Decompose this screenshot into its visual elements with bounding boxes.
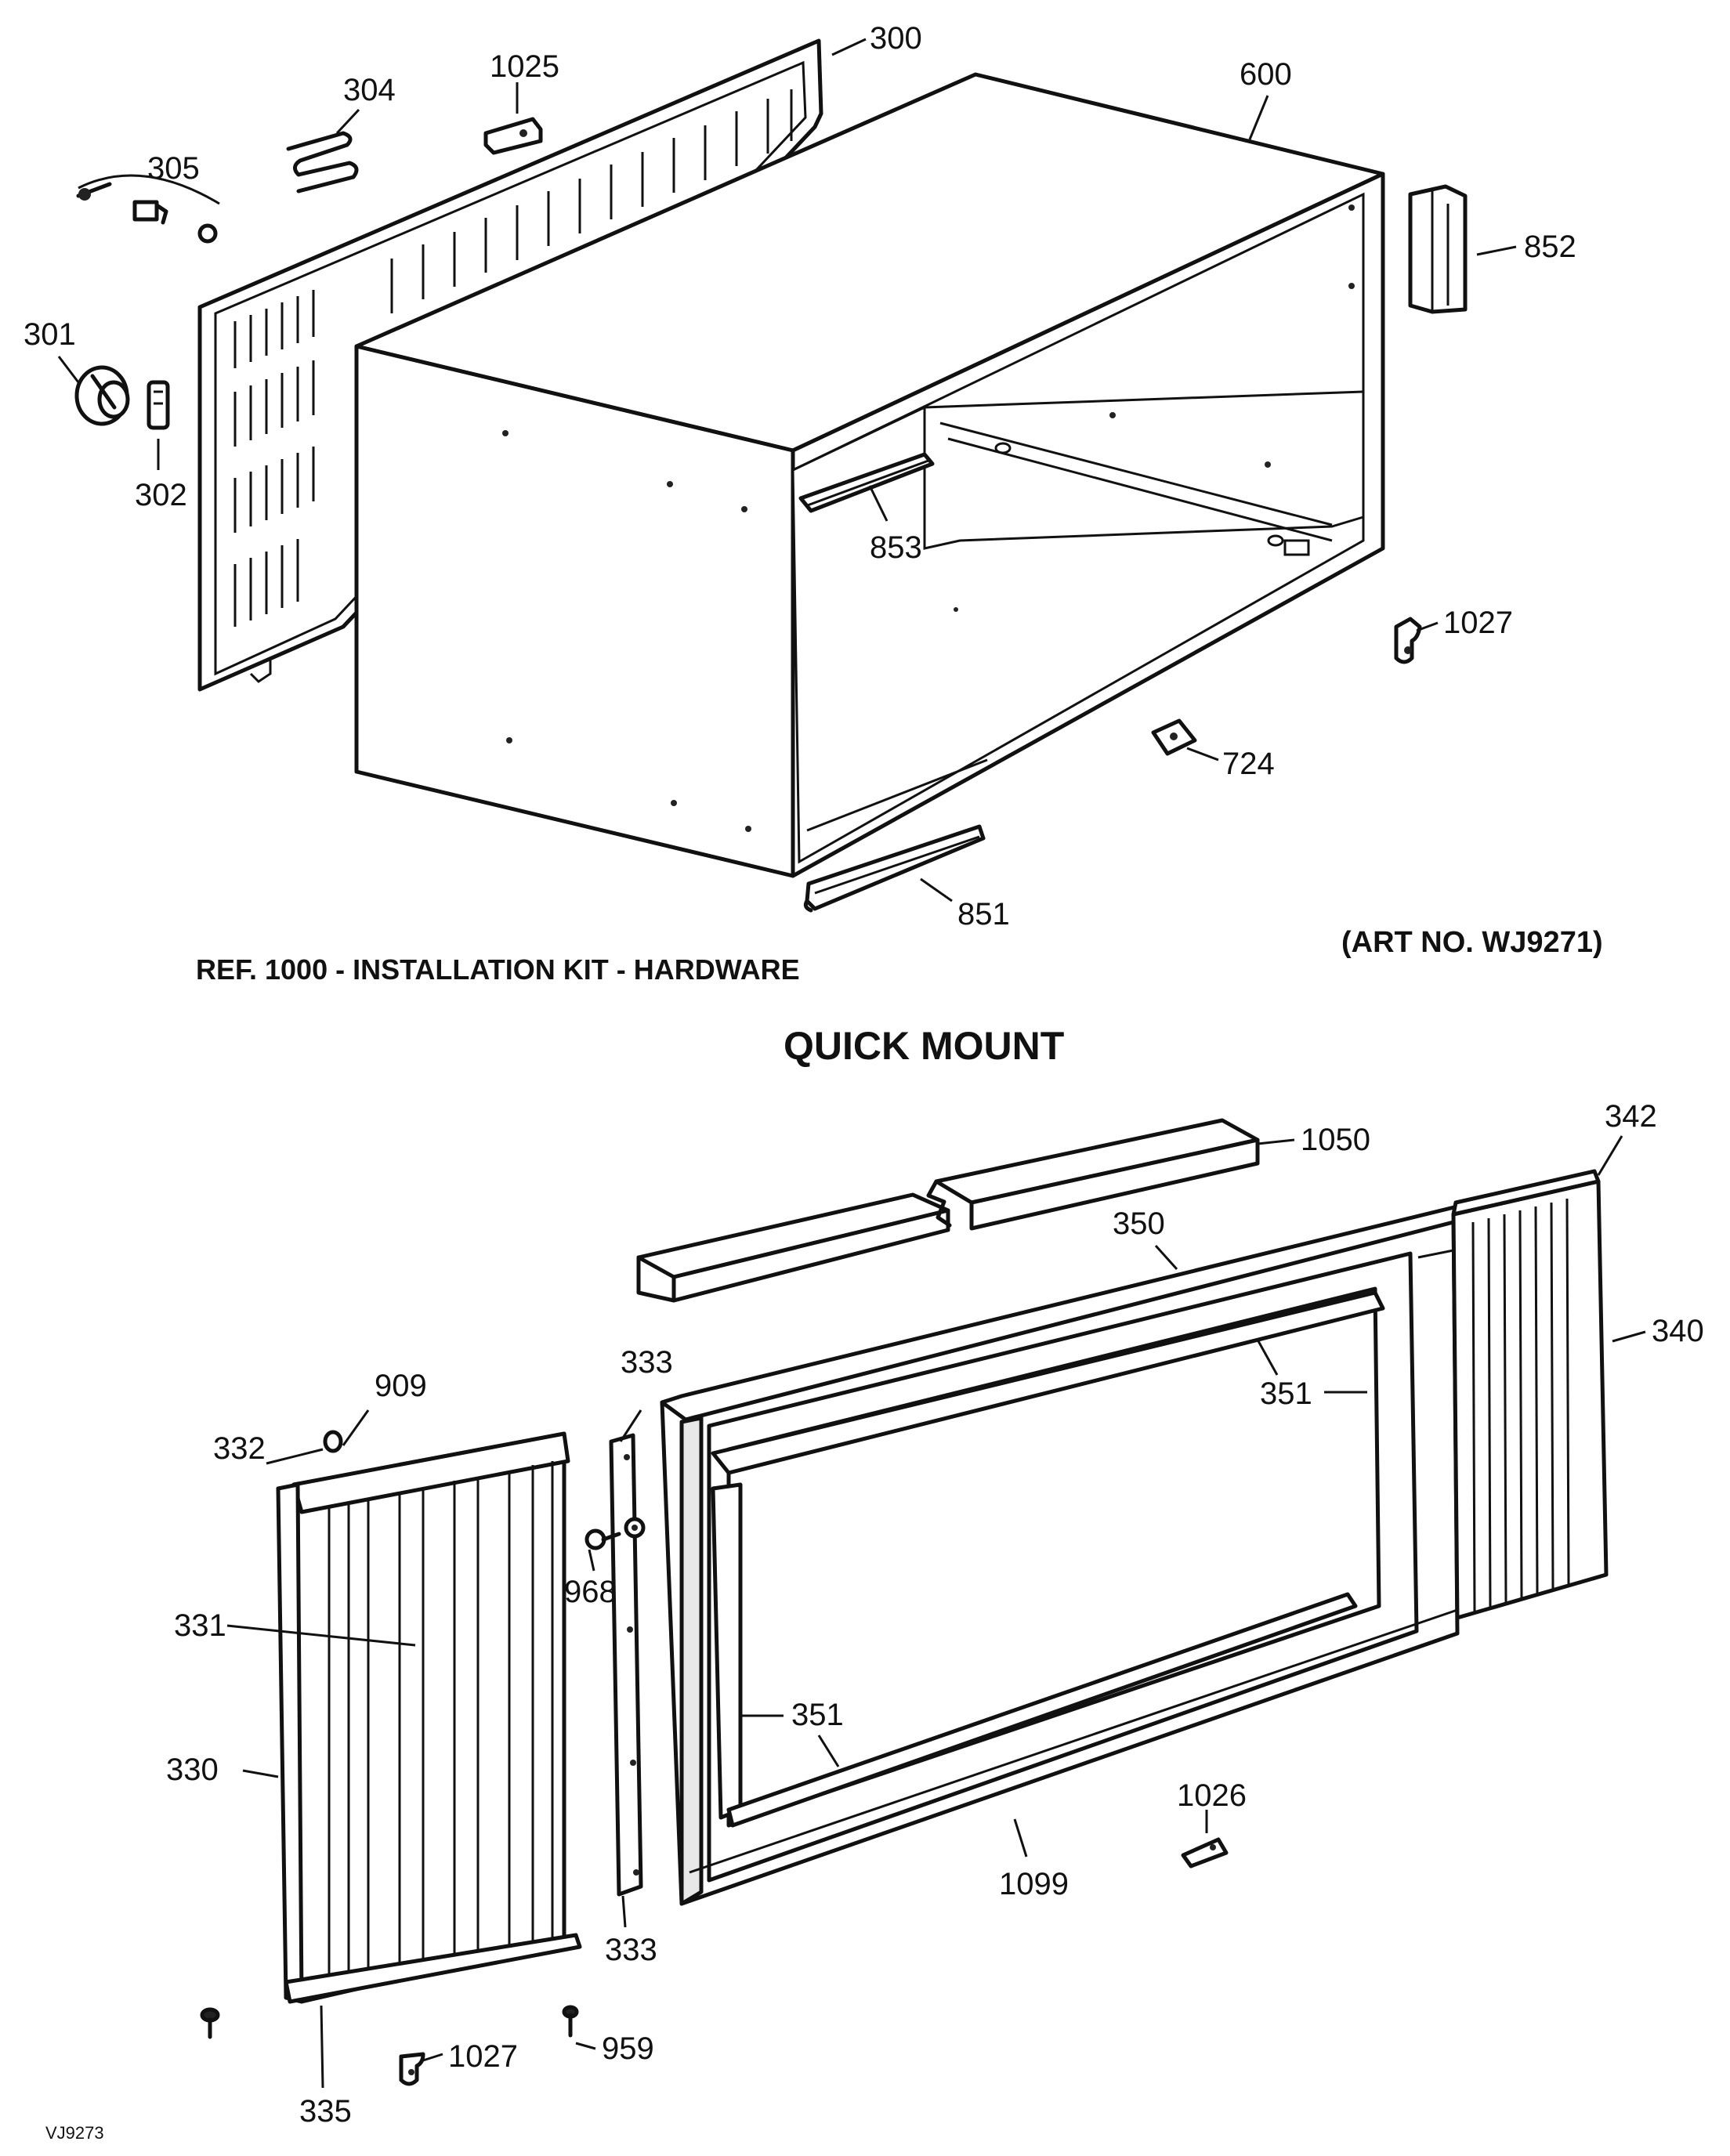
callout-340: 340 — [1652, 1314, 1704, 1348]
caption-installation-kit: REF. 1000 - INSTALLATION KIT - HARDWARE — [196, 953, 800, 986]
bottom-channel-851 — [803, 824, 986, 913]
callout-335: 335 — [299, 2094, 352, 2129]
callout-959: 959 — [602, 2031, 654, 2066]
callout-724: 724 — [1222, 747, 1275, 781]
callout-852: 852 — [1524, 230, 1576, 264]
cabinet-wall-sleeve — [354, 72, 1385, 878]
callout-305: 305 — [147, 151, 200, 186]
callout-333-lower: 333 — [605, 1933, 657, 1967]
screw-set-305 — [76, 174, 220, 244]
knob-301 — [74, 365, 130, 426]
top-leader-lines — [57, 38, 1517, 903]
callout-351-upper: 351 — [1260, 1376, 1312, 1411]
callout-1025: 1025 — [490, 49, 559, 84]
callout-333-upper: 333 — [621, 1345, 673, 1380]
foam-strip-1050 — [636, 1118, 1260, 1303]
callout-1099: 1099 — [999, 1867, 1069, 1901]
main-frame-assembly — [660, 1204, 1460, 1906]
callout-330: 330 — [166, 1753, 219, 1787]
callout-1026: 1026 — [1177, 1778, 1247, 1813]
mounting-strip-333 — [609, 1433, 646, 1897]
front-rail-853 — [798, 452, 935, 513]
callout-304: 304 — [343, 73, 396, 107]
callout-342: 342 — [1605, 1099, 1657, 1134]
callout-600: 600 — [1240, 57, 1292, 92]
clip-1027-top — [1394, 617, 1422, 664]
callout-331: 331 — [174, 1608, 226, 1643]
callout-300: 300 — [870, 21, 922, 56]
callout-351-lower: 351 — [791, 1698, 844, 1732]
clip-302 — [147, 380, 170, 430]
side-angle-852 — [1408, 184, 1468, 314]
callout-968: 968 — [564, 1575, 617, 1609]
caption-art-no: (ART NO. WJ9271) — [1341, 926, 1603, 959]
callout-350: 350 — [1113, 1206, 1165, 1241]
washer-909 — [323, 1430, 343, 1453]
callout-1050: 1050 — [1301, 1123, 1370, 1157]
callout-302: 302 — [135, 478, 187, 512]
bracket-1026 — [1181, 1837, 1229, 1868]
footer-drawing-ref: VJ9273 — [45, 2123, 104, 2143]
callout-853: 853 — [870, 530, 922, 565]
thumbscrew-968 — [585, 1528, 621, 1550]
clip-304 — [286, 131, 359, 194]
accordion-panel-right — [1451, 1169, 1609, 1620]
callout-909: 909 — [375, 1369, 427, 1403]
screw-left — [200, 2007, 220, 2039]
section-title-quick-mount: QUICK MOUNT — [784, 1024, 1064, 1068]
callout-1027-bottom: 1027 — [448, 2039, 518, 2074]
screw-959 — [562, 2005, 579, 2038]
callout-332: 332 — [213, 1431, 266, 1466]
accordion-panel-left — [276, 1431, 582, 2004]
callout-301: 301 — [24, 317, 76, 352]
callout-1027-top: 1027 — [1443, 606, 1513, 640]
clip-1027-bottom — [399, 2052, 425, 2086]
bottom-leader-lines — [226, 1135, 1646, 2089]
clip-724 — [1151, 718, 1197, 756]
callout-851: 851 — [957, 897, 1010, 931]
bracket-1025 — [483, 117, 543, 155]
